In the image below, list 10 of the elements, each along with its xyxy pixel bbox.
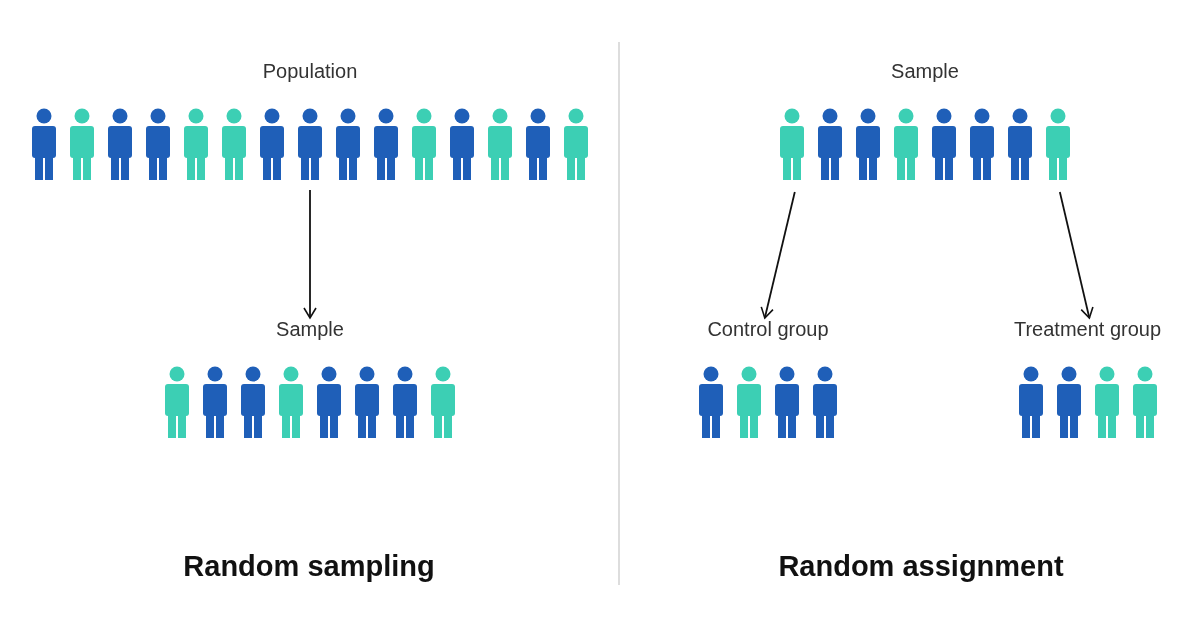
section-title: Random sampling [183,550,435,583]
group-label: Treatment group [1012,318,1163,341]
arrow [303,189,317,319]
group-label: Sample [890,60,960,83]
arrow [760,191,796,319]
group-label: Population [261,60,359,83]
group-label: Control group [706,318,830,341]
group-label: Sample [275,318,345,341]
section-title: Random assignment [778,550,1064,583]
arrow [1058,191,1094,319]
